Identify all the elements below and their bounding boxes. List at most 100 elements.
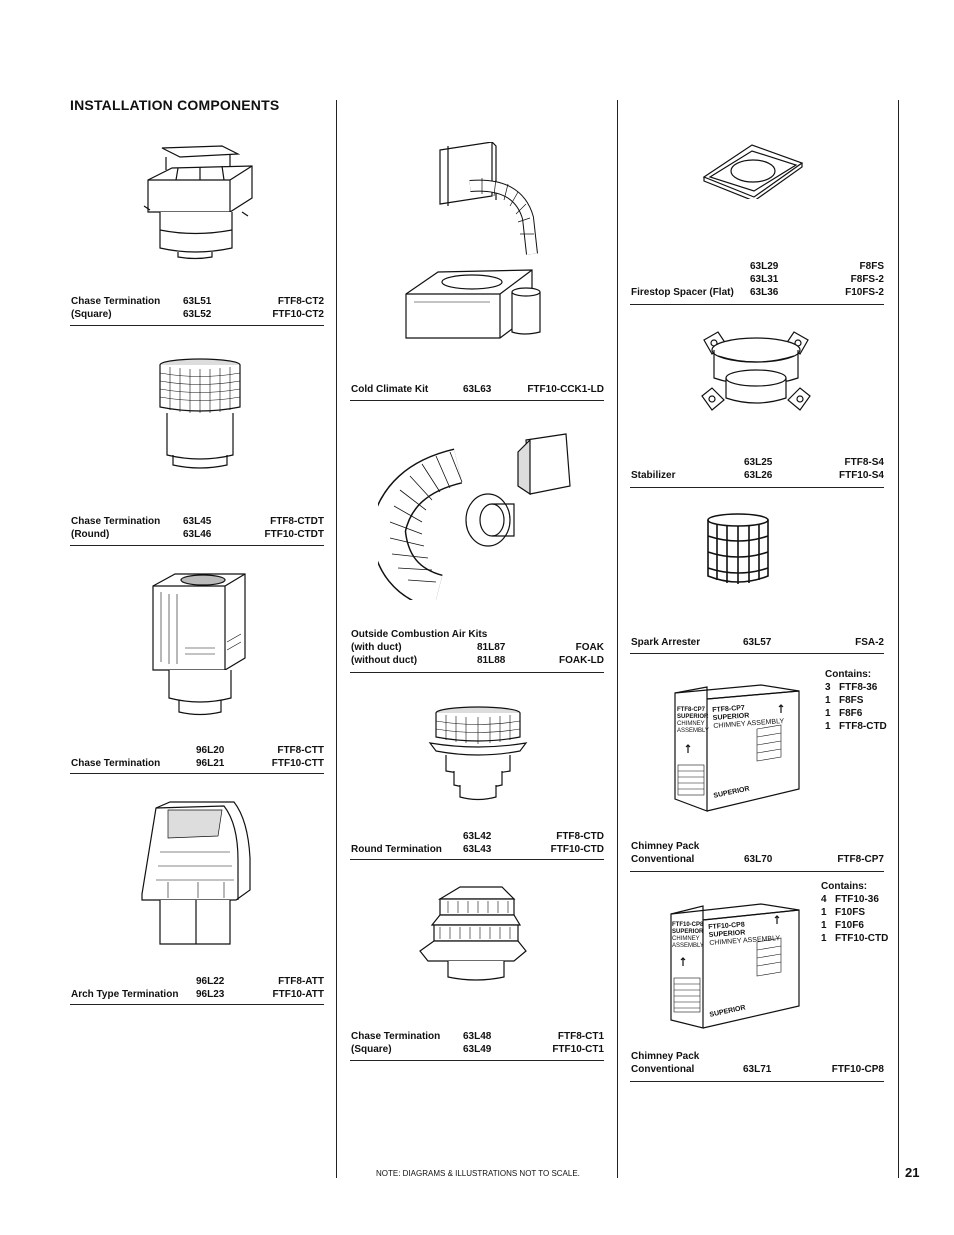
caption-underline <box>630 487 884 488</box>
arch-type-termination-illustration <box>138 800 263 950</box>
model-numbers: FOAK FOAK-LD <box>559 641 604 667</box>
part-number: 96L23 <box>196 989 225 1000</box>
model-number: FTF10-CT2 <box>272 309 324 320</box>
caption-label: (Square) <box>351 1044 392 1055</box>
model-number: F8FS <box>859 261 884 272</box>
chimney-pack-cp8-illustration: FTF10-CP8 SUPERIOR CHIMNEY ASSEMBLY FTF1… <box>669 900 803 1030</box>
model-number: FTF8-CT1 <box>557 1031 604 1042</box>
model-number: FTF10-CT1 <box>552 1044 604 1055</box>
model-number: FTF10-CTT <box>271 758 324 769</box>
contains-item: 3 FTF8-36 <box>825 681 887 694</box>
contains-name: F10FS <box>835 907 866 918</box>
contains-name: F8FS <box>839 695 864 706</box>
model-number: FTF10-S4 <box>838 470 884 481</box>
stabilizer-illustration <box>700 330 812 420</box>
spark-arrester-illustration <box>703 512 773 588</box>
chimney-pack-cp7-illustration: FTF8-CP7 SUPERIOR CHIMNEY ASSEMBLY FTF8-… <box>673 683 803 813</box>
round-termination-illustration <box>428 705 528 805</box>
outside-combustion-air-kit-illustration <box>378 430 578 600</box>
box-brand: SUPERIOR <box>677 714 709 720</box>
caption-label: Chimney Pack <box>631 1051 700 1062</box>
caption-underline <box>630 871 884 872</box>
caption-underline <box>350 859 604 860</box>
caption-underline <box>630 304 884 305</box>
part-numbers: 63L25 63L26 <box>744 456 772 482</box>
part-number: 63L51 <box>183 296 212 307</box>
caption-chimney-pack-cp8: Chimney Pack Conventional 63L71 FTF10-CP… <box>631 1050 884 1076</box>
contains-qty: 1 <box>821 933 827 944</box>
contains-qty: 1 <box>825 708 831 719</box>
contains-name: FTF8-CTD <box>839 721 887 732</box>
cold-climate-kit-illustration <box>400 142 560 342</box>
contains-qty: 1 <box>821 920 827 931</box>
part-numbers: 63L48 63L49 <box>463 1030 491 1056</box>
part-number: 63L29 <box>750 261 779 272</box>
part-number: 63L49 <box>463 1044 492 1055</box>
model-number: FTF8-CP7 <box>837 854 884 865</box>
caption-label: (Square) <box>71 309 112 320</box>
model-number: FTF10-CP8 <box>831 1064 884 1075</box>
model-number: FTF8-CTDT <box>270 516 324 527</box>
caption-label: Firestop Spacer (Flat) <box>631 287 734 298</box>
part-numbers: 63L51 63L52 <box>183 295 211 321</box>
model-number: FTF10-CCK1-LD <box>527 384 604 395</box>
contains-name: FTF8-36 <box>839 682 878 693</box>
model-numbers: FTF8-CTDT FTF10-CTDT <box>265 515 324 541</box>
caption-underline <box>70 773 324 774</box>
part-number: 96L22 <box>196 976 225 987</box>
page-heading: INSTALLATION COMPONENTS <box>70 97 280 113</box>
model-number: FTF8-CTD <box>556 831 604 842</box>
model-number: FTF8-S4 <box>844 457 884 468</box>
model-number: FSA-2 <box>855 637 884 648</box>
part-number: 63L25 <box>744 457 773 468</box>
model-number: F10FS-2 <box>845 287 884 298</box>
caption-underline <box>70 325 324 326</box>
model-number: FTF10-CTDT <box>264 529 324 540</box>
part-numbers: 96L22 96L23 <box>196 975 224 1001</box>
contains-name: FTF10-CTD <box>835 933 889 944</box>
box-side-label: CHIMNEY ASSEMBLY <box>672 936 704 949</box>
caption-label: (Round) <box>71 529 110 540</box>
caption-underline <box>350 1060 604 1061</box>
caption-label: (without duct) <box>351 655 418 666</box>
part-number: 63L52 <box>183 309 212 320</box>
model-number: FTF10-CTD <box>550 844 604 855</box>
model-number: FOAK-LD <box>559 655 604 666</box>
box-side-text: FTF10-CP8 SUPERIOR CHIMNEY ASSEMBLY <box>672 922 704 950</box>
contains-name: F10F6 <box>835 920 864 931</box>
part-number: 63L42 <box>463 831 492 842</box>
part-number: 63L26 <box>744 470 773 481</box>
part-number: 63L48 <box>463 1031 492 1042</box>
part-number: 96L20 <box>196 745 225 756</box>
contains-name: FTF10-36 <box>835 894 879 905</box>
caption-underline <box>350 672 604 673</box>
page-number: 21 <box>905 1165 920 1180</box>
box-brand: SUPERIOR <box>672 929 704 935</box>
caption-spark-arrester: Spark Arrester 63L57 FSA-2 <box>631 636 884 649</box>
model-number: FOAK <box>575 642 604 653</box>
caption-label: (with duct) <box>351 642 402 653</box>
caption-underline <box>630 653 884 654</box>
contains-qty: 3 <box>825 682 831 693</box>
part-number: 63L63 <box>463 384 492 395</box>
caption-label: Stabilizer <box>631 470 676 481</box>
caption-underline <box>630 1081 884 1082</box>
contains-qty: 1 <box>825 695 831 706</box>
caption-underline <box>70 1004 324 1005</box>
caption-label: Spark Arrester <box>631 637 701 648</box>
